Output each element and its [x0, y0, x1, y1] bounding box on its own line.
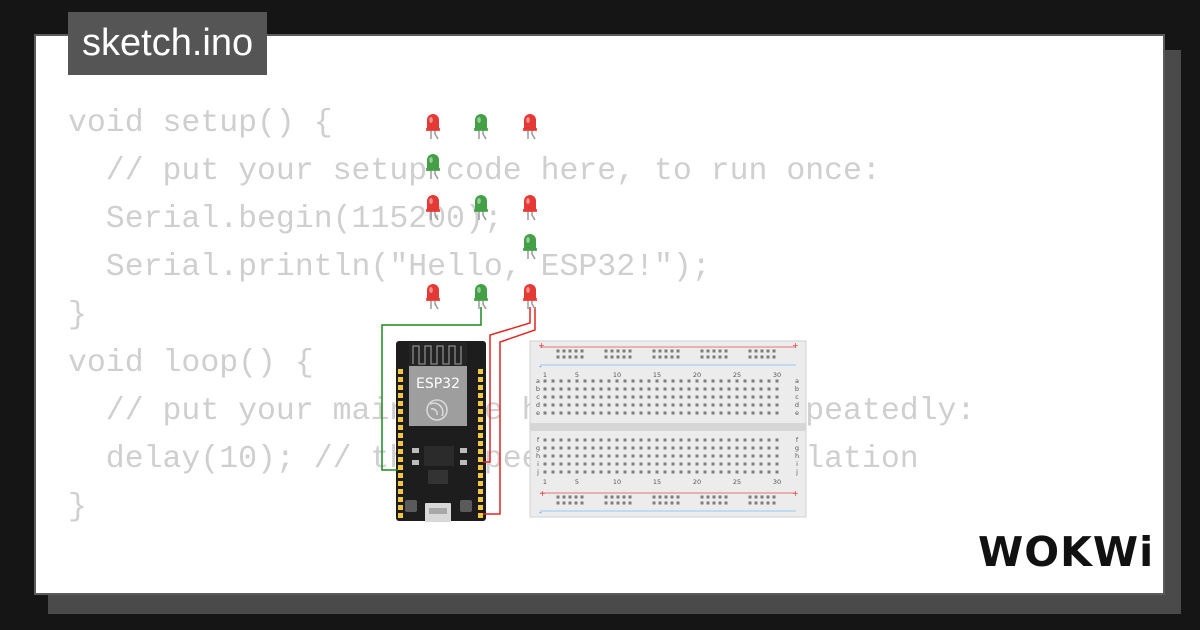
rail-plus-label: + — [792, 489, 799, 498]
breadboard-row-letter: g — [795, 444, 799, 452]
breadboard-column-number: 20 — [693, 478, 701, 486]
wokwi-logo-text: WOKWi — [978, 528, 1152, 576]
breadboard-column-number: 25 — [733, 478, 741, 486]
breadboard-row-letter: j — [536, 468, 539, 476]
breadboard-row-letter: d — [536, 401, 540, 409]
led[interactable] — [523, 195, 537, 221]
boot-button[interactable] — [405, 500, 417, 512]
breadboard-column-number: 10 — [613, 478, 621, 486]
breadboard-row-letter: c — [536, 393, 540, 401]
wifi-module-shield — [409, 366, 467, 426]
rail-minus-label: - — [539, 362, 542, 371]
espressif-logo-icon — [426, 399, 448, 421]
breadboard-column-number: 5 — [575, 478, 579, 486]
esp32-board[interactable]: ESP32 — [396, 341, 486, 522]
breadboard-row-letter: b — [536, 385, 540, 393]
rail-plus-label: + — [539, 489, 546, 498]
led[interactable] — [426, 154, 440, 180]
wire-red — [483, 307, 536, 515]
code-line: // put your setup code here, to run once… — [68, 154, 881, 189]
esp32-label: ESP32 — [416, 376, 460, 392]
breadboard-row-letter: f — [537, 436, 540, 444]
breadboard-labels: 1 5 10 15 20 25 30 1 5 10 15 20 25 30 a … — [536, 371, 799, 486]
reset-button[interactable] — [460, 500, 472, 512]
breadboard-column-number: 15 — [653, 371, 661, 379]
breadboard-row-letter: i — [537, 460, 539, 468]
esp32-pin-headers — [398, 369, 483, 518]
breadboard-row-letter: c — [795, 393, 799, 401]
code-line: } — [68, 298, 87, 333]
breadboard-holes — [543, 349, 779, 505]
rail-plus-label: + — [792, 341, 799, 350]
breadboard-column-number: 15 — [653, 478, 661, 486]
rail-plus-label: + — [538, 341, 545, 350]
led[interactable] — [474, 114, 488, 140]
led[interactable] — [523, 114, 537, 140]
breadboard-row-letter: e — [536, 409, 540, 417]
led[interactable] — [426, 284, 440, 310]
led-array — [426, 114, 537, 310]
breadboard-row-letter: a — [536, 377, 540, 385]
breadboard-column-number: 20 — [693, 371, 701, 379]
breadboard-column-number: 10 — [613, 371, 621, 379]
breadboard-column-number: 30 — [773, 371, 781, 379]
breadboard-row-letter: g — [536, 444, 540, 452]
led[interactable] — [426, 114, 440, 140]
breadboard-column-number: 1 — [543, 478, 547, 486]
breadboard-row-letter: a — [795, 377, 799, 385]
breadboard-column-number: 30 — [773, 478, 781, 486]
wire-red — [483, 307, 531, 463]
wire-green — [381, 307, 482, 471]
led[interactable] — [523, 284, 537, 310]
breadboard-row-letter: h — [795, 452, 799, 460]
breadboard-column-number: 25 — [733, 371, 741, 379]
led[interactable] — [426, 195, 440, 221]
breadboard-column-number: 1 — [543, 371, 547, 379]
code-line: void setup() { — [68, 106, 333, 141]
code-line: } — [68, 490, 87, 525]
breadboard[interactable]: + + - + + - 1 5 10 15 20 25 30 1 5 10 15… — [529, 340, 807, 518]
led[interactable] — [523, 234, 537, 260]
code-line: Serial.println("Hello, ESP32!"); — [68, 250, 711, 285]
breadboard-row-letter: b — [795, 385, 799, 393]
led[interactable] — [474, 195, 488, 221]
breadboard-row-letter: e — [795, 409, 799, 417]
led[interactable] — [474, 284, 488, 310]
breadboard-row-letter: d — [795, 401, 799, 409]
breadboard-row-letter: i — [796, 460, 798, 468]
code-line: void loop() { — [68, 346, 314, 381]
rail-minus-label: - — [539, 508, 542, 517]
file-tab[interactable]: sketch.ino — [68, 12, 268, 75]
wokwi-logo: WOKWi — [978, 528, 1152, 576]
wires — [381, 307, 536, 515]
breadboard-row-letter: f — [796, 436, 799, 444]
breadboard-row-letter: h — [536, 452, 540, 460]
breadboard-row-letter: j — [795, 468, 798, 476]
antenna-trace — [412, 345, 462, 365]
breadboard-column-number: 5 — [575, 371, 579, 379]
